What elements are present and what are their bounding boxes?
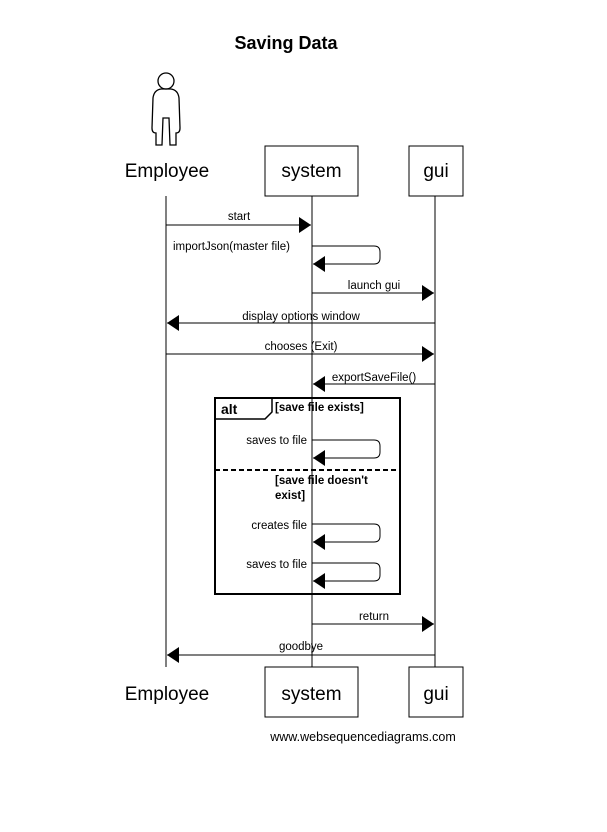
participant-system-top: system — [264, 145, 359, 197]
participant-label-gui-top: gui — [423, 161, 448, 182]
message-label: return — [359, 611, 389, 623]
message-label: start — [228, 211, 251, 223]
alt-guard-save-file-doesnt-exist-line1: [save file doesn't — [275, 475, 368, 487]
actor-label-employee-top: Employee — [125, 161, 210, 182]
message-display-options-window: display options window — [167, 311, 435, 331]
message-label: saves to file — [246, 559, 307, 571]
message-label: exportSaveFile() — [332, 372, 417, 384]
message-creates-file-self: creates file — [251, 520, 381, 550]
participant-gui-top: gui — [408, 145, 464, 197]
alt-operator-label: alt — [221, 401, 238, 417]
message-goodbye: goodbye — [167, 641, 435, 663]
alt-guard-save-file-exists: [save file exists] — [275, 402, 364, 414]
employee-actor-icon — [151, 72, 181, 146]
diagram-title: Saving Data — [234, 33, 338, 53]
message-label: display options window — [242, 311, 360, 323]
message-saves-to-file-self-1: saves to file — [246, 435, 381, 466]
message-launch-gui: launch gui — [312, 280, 434, 301]
message-label: chooses (Exit) — [265, 341, 338, 353]
message-label: goodbye — [279, 641, 323, 653]
alt-fragment: alt [save file exists] [save file doesn'… — [214, 397, 401, 595]
participant-system-bottom: system — [264, 666, 359, 718]
footer-watermark: www.websequencediagrams.com — [269, 730, 456, 744]
message-importjson-self: importJson(master file) — [173, 241, 381, 272]
alt-operator-tab — [215, 397, 273, 420]
participant-label-gui-bottom: gui — [423, 684, 448, 705]
actor-label-employee-bottom: Employee — [125, 684, 210, 705]
participant-label-system-top: system — [281, 161, 341, 182]
message-export-save-file: exportSaveFile() — [313, 372, 435, 392]
participant-gui-bottom: gui — [408, 666, 464, 718]
message-label: saves to file — [246, 435, 307, 447]
message-start: start — [166, 211, 311, 233]
message-label: launch gui — [348, 280, 400, 292]
alt-guard-save-file-doesnt-exist-line2: exist] — [275, 490, 305, 502]
participant-label-system-bottom: system — [281, 684, 341, 705]
message-label: importJson(master file) — [173, 241, 290, 253]
message-chooses-exit: chooses (Exit) — [166, 341, 434, 362]
message-label: creates file — [251, 520, 307, 532]
message-return: return — [312, 611, 434, 632]
message-saves-to-file-self-2: saves to file — [246, 559, 381, 589]
